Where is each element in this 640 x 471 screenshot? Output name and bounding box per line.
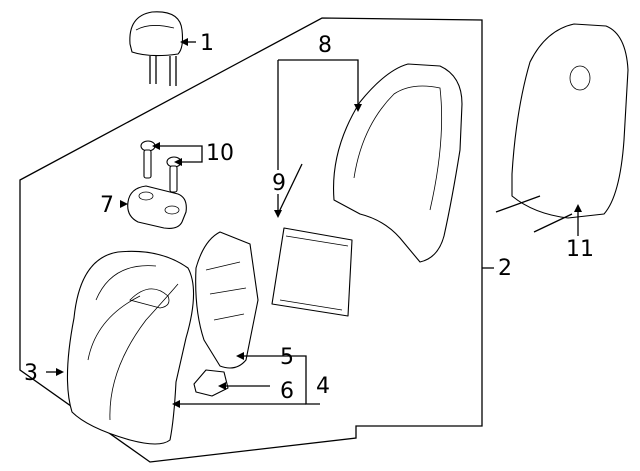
callout-11: 11 [566, 237, 594, 262]
back-cover-part [66, 250, 195, 445]
switch-part [127, 185, 187, 229]
callout-5: 5 [280, 345, 294, 370]
side-trim-part [195, 231, 259, 369]
callout-7: 7 [100, 193, 114, 218]
assembly-boundary [19, 17, 483, 463]
bracket-part [193, 369, 229, 397]
callout-6: 6 [280, 379, 294, 404]
callout-1: 1 [200, 31, 214, 56]
back-panel-part [271, 163, 353, 317]
callout-3: 3 [24, 361, 38, 386]
leader-lines [46, 38, 582, 408]
callout-8: 8 [318, 33, 332, 58]
seat-frame-part [333, 63, 463, 263]
callout-9: 9 [272, 171, 286, 196]
headrest-guide-part [140, 140, 182, 193]
callout-4: 4 [316, 374, 330, 399]
callout-10: 10 [206, 141, 234, 166]
rear-seatback-part [495, 23, 629, 233]
callout-2: 2 [498, 256, 512, 281]
headrest-part [129, 11, 184, 86]
